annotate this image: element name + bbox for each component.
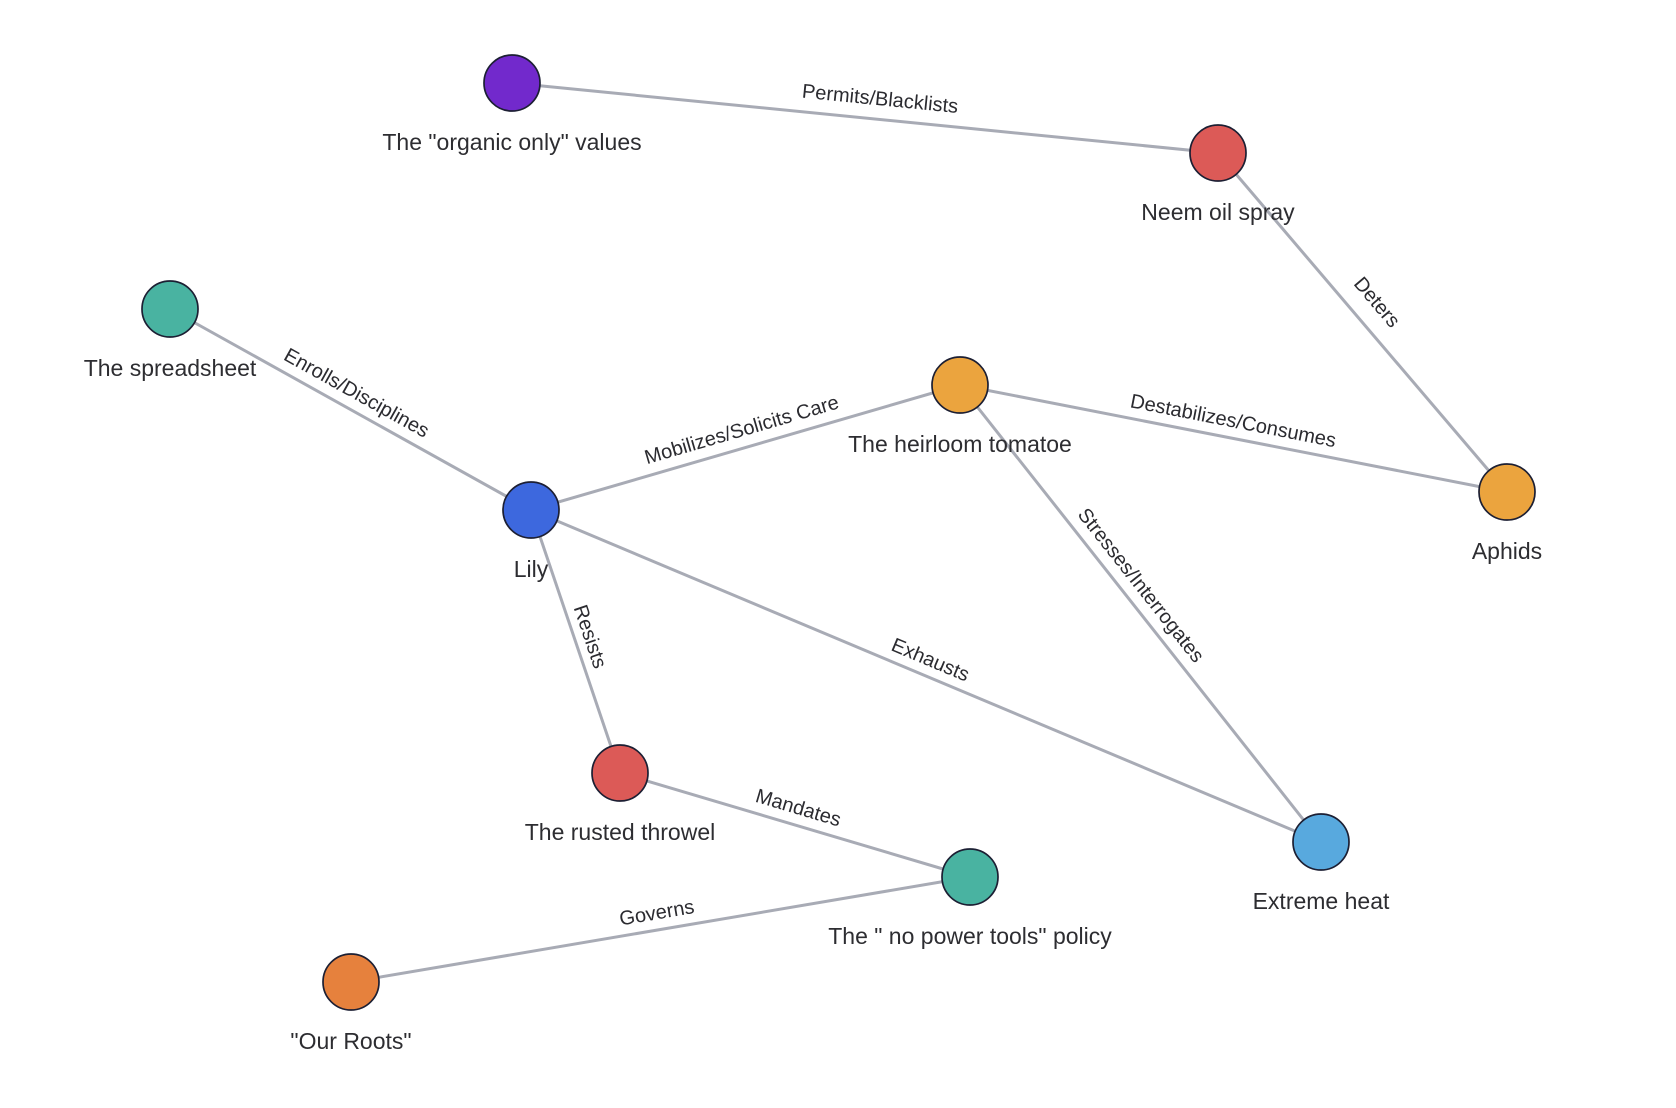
node-organic-values[interactable] bbox=[483, 54, 541, 112]
edge-label-organic-values-neem-oil-spray: Permits/Blacklists bbox=[801, 81, 959, 118]
node-extreme-heat[interactable] bbox=[1292, 813, 1350, 871]
edge-neem-oil-spray-aphids bbox=[1216, 152, 1509, 493]
node-label-spreadsheet: The spreadsheet bbox=[84, 355, 257, 381]
node-no-power-tools-policy[interactable] bbox=[941, 848, 999, 906]
edge-spreadsheet-lily bbox=[169, 307, 532, 512]
edge-heirloom-tomatoe-aphids bbox=[959, 383, 1508, 494]
edge-label-lily-heirloom-tomatoe: Mobilizes/Solicits Care bbox=[642, 392, 841, 469]
node-rusted-throwel[interactable] bbox=[591, 744, 649, 802]
node-aphids[interactable] bbox=[1478, 463, 1536, 521]
edge-label-neem-oil-spray-aphids: Deters bbox=[1349, 273, 1404, 332]
edge-label-spreadsheet-lily: Enrolls/Disciplines bbox=[280, 344, 432, 442]
edge-label-heirloom-tomatoe-aphids: Destabilizes/Consumes bbox=[1128, 390, 1337, 452]
edge-lily-heirloom-tomatoe bbox=[530, 383, 961, 512]
node-label-aphids: Aphids bbox=[1472, 538, 1542, 564]
node-neem-oil-spray[interactable] bbox=[1189, 124, 1247, 182]
node-spreadsheet[interactable] bbox=[141, 280, 199, 338]
edge-organic-values-neem-oil-spray bbox=[511, 81, 1219, 155]
edge-lily-extreme-heat bbox=[530, 508, 1322, 844]
node-our-roots[interactable] bbox=[322, 953, 380, 1011]
node-label-lily: Lily bbox=[514, 556, 549, 582]
edge-lily-rusted-throwel bbox=[529, 509, 622, 774]
edge-rusted-throwel-no-power-tools-policy bbox=[619, 771, 971, 879]
node-label-no-power-tools-policy: The " no power tools" policy bbox=[828, 923, 1112, 949]
node-heirloom-tomatoe[interactable] bbox=[931, 356, 989, 414]
node-label-neem-oil-spray: Neem oil spray bbox=[1141, 199, 1295, 225]
edge-heirloom-tomatoe-extreme-heat bbox=[958, 384, 1323, 843]
node-label-organic-values: The "organic only" values bbox=[382, 129, 641, 155]
node-lily[interactable] bbox=[502, 481, 560, 539]
edge-our-roots-no-power-tools-policy bbox=[350, 875, 971, 984]
node-label-extreme-heat: Extreme heat bbox=[1253, 888, 1390, 914]
node-label-heirloom-tomatoe: The heirloom tomatoe bbox=[848, 431, 1072, 457]
node-label-rusted-throwel: The rusted throwel bbox=[525, 819, 715, 845]
node-label-our-roots: "Our Roots" bbox=[290, 1028, 411, 1054]
edge-label-heirloom-tomatoe-extreme-heat: Stresses/Interrogates bbox=[1073, 504, 1208, 667]
